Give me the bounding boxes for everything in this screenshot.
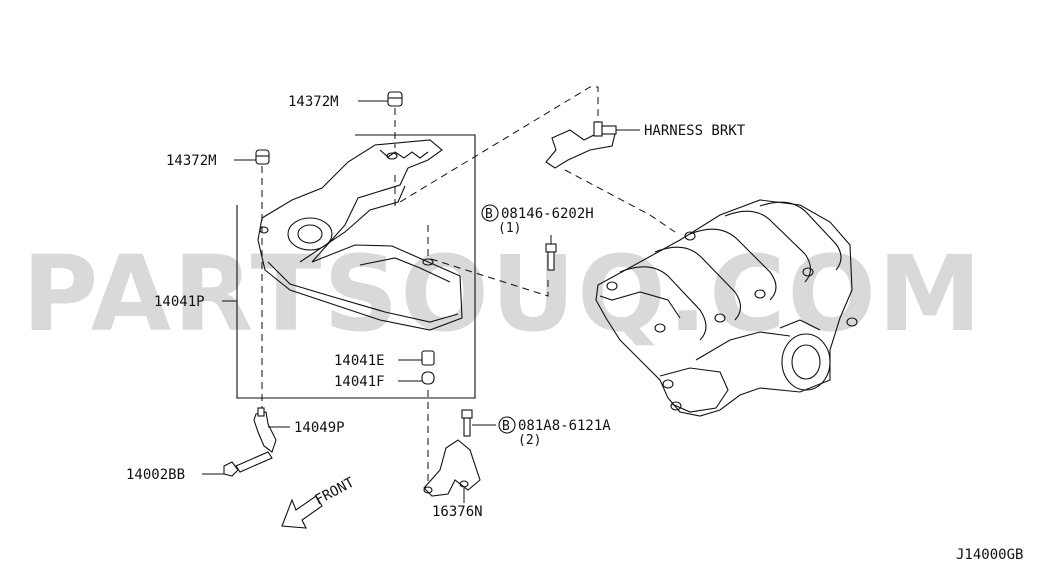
- label-14372M-top: 14372M: [288, 94, 339, 110]
- engine-cover: [257, 139, 463, 331]
- intake-manifold: [595, 199, 858, 417]
- qty-08146: (1): [498, 221, 521, 236]
- watermark-text: PARTSOUQ.COM: [22, 233, 983, 355]
- grommet-14372M-top: [387, 91, 403, 107]
- label-14002BB: 14002BB: [126, 467, 185, 483]
- harness-bracket: [545, 121, 617, 169]
- label-081A8-6121A: 081A8-6121A: [518, 418, 611, 434]
- grommet-14372M-left: [255, 149, 270, 165]
- dash-harness-manifold: [564, 169, 676, 233]
- qty-081A8: (2): [518, 433, 541, 448]
- grommet-14041E: [421, 350, 435, 366]
- bracket-14049P: [253, 407, 277, 453]
- label-14041P: 14041P: [154, 294, 205, 310]
- maker-emblem: [287, 217, 333, 251]
- cover-group-frame: [236, 134, 476, 399]
- bolt-symbol-081A8: B: [498, 416, 516, 434]
- throttle-body: [781, 333, 831, 391]
- label-08146-6202H: 08146-6202H: [501, 206, 594, 222]
- diagram-code: J14000GB: [956, 547, 1023, 563]
- dash-bolt-08146: [427, 225, 549, 297]
- bracket-16376N: [423, 409, 481, 497]
- svg-text:B: B: [485, 207, 493, 222]
- label-14041E: 14041E: [334, 353, 385, 369]
- label-14049P: 14049P: [294, 420, 345, 436]
- dash-harness-top: [394, 86, 599, 206]
- label-harness-brkt: HARNESS BRKT: [644, 123, 746, 139]
- bolt-14002BB: [223, 451, 273, 477]
- grommet-14041F: [421, 371, 435, 385]
- label-14041F: 14041F: [334, 374, 385, 390]
- svg-text:B: B: [502, 419, 510, 434]
- label-16376N: 16376N: [432, 504, 483, 520]
- front-direction-arrow: FRONT: [281, 474, 358, 529]
- front-label: FRONT: [312, 474, 357, 508]
- bolt-08146-6202H: [545, 243, 557, 271]
- bolt-symbol-08146: B: [481, 204, 499, 222]
- label-14372M-left: 14372M: [166, 153, 217, 169]
